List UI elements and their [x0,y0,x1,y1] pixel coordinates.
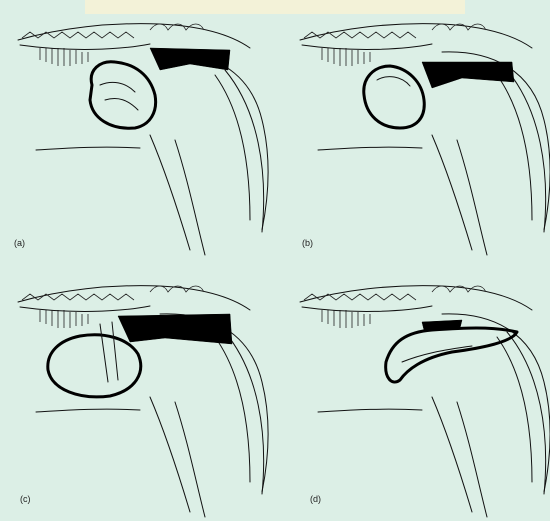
panel-a: (a) [14,24,268,255]
panel-c: (c) [18,286,268,517]
bolus-shape [118,314,232,344]
bolus-shape [422,62,514,88]
bolus-shape [150,48,230,70]
tongue-outline [386,328,517,382]
panel-label-a: (a) [14,238,25,248]
top-band [85,0,465,14]
panel-label-b: (b) [302,238,313,248]
panel-label-c: (c) [20,494,31,504]
tongue-outline [90,62,156,128]
panel-b: (b) [300,24,550,255]
tongue-outline [48,335,141,397]
tongue-outline [364,66,424,128]
panel-label-d: (d) [310,494,321,504]
panel-d: (d) [300,286,550,517]
